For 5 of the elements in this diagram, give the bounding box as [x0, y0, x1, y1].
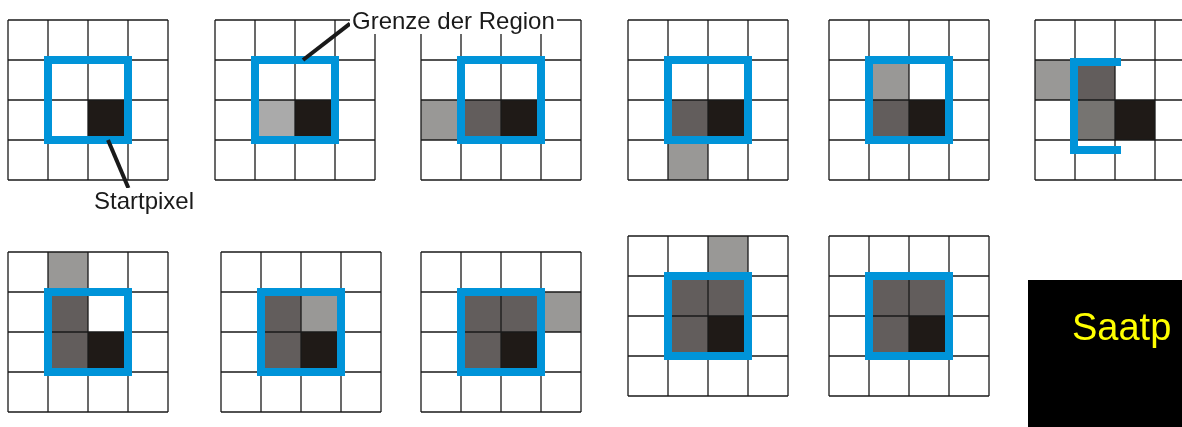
panel-text: Saatp	[1072, 308, 1172, 346]
region-boundary	[251, 56, 339, 144]
caption-panel	[1028, 280, 1182, 427]
leader-line	[106, 139, 131, 189]
leader-line	[301, 22, 352, 62]
